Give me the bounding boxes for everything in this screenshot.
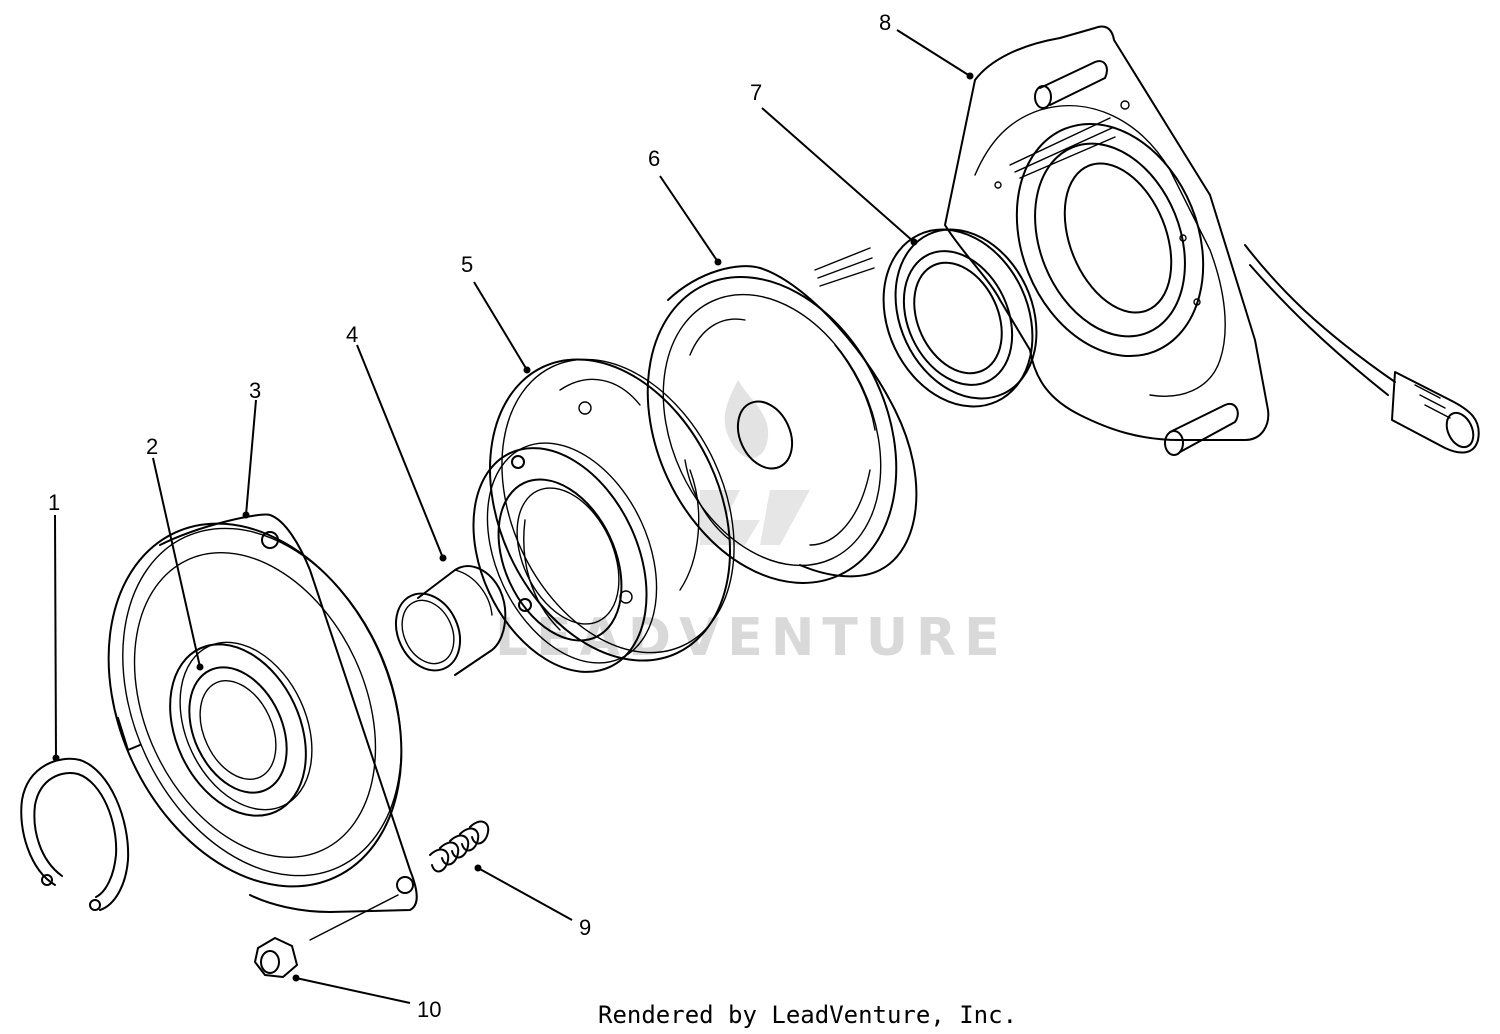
part-10-nut bbox=[254, 894, 399, 978]
part-4-sleeve bbox=[394, 565, 507, 676]
callout-2: 2 bbox=[146, 434, 158, 459]
part-2-bearing bbox=[169, 641, 313, 817]
watermark-text: LEADVENTURE bbox=[495, 608, 1008, 668]
part-5-hub-ring bbox=[472, 442, 658, 673]
part-9-spring bbox=[429, 820, 490, 873]
callout-1: 1 bbox=[48, 490, 60, 515]
callout-10: 10 bbox=[417, 997, 441, 1022]
callout-3: 3 bbox=[249, 378, 261, 403]
part-7-bearing bbox=[882, 228, 1038, 408]
watermark-logo bbox=[700, 380, 810, 545]
render-credit: Rendered by LeadVenture, Inc. bbox=[598, 1001, 1017, 1029]
part-5-armature-plate bbox=[489, 358, 735, 662]
part-6-field-coil bbox=[646, 265, 918, 584]
callout-8: 8 bbox=[879, 10, 891, 35]
part-8-bracket bbox=[814, 25, 1480, 456]
callout-4: 4 bbox=[346, 322, 358, 347]
callout-7: 7 bbox=[750, 80, 762, 105]
callout-5: 5 bbox=[461, 252, 473, 277]
part-1-retaining-ring bbox=[20, 757, 130, 911]
callout-6: 6 bbox=[648, 146, 660, 171]
leader-lines bbox=[52, 29, 974, 1004]
callout-labels: 1 2 3 4 5 6 7 8 9 10 bbox=[48, 10, 891, 1022]
callout-9: 9 bbox=[579, 915, 591, 940]
part-3-housing bbox=[107, 513, 418, 913]
